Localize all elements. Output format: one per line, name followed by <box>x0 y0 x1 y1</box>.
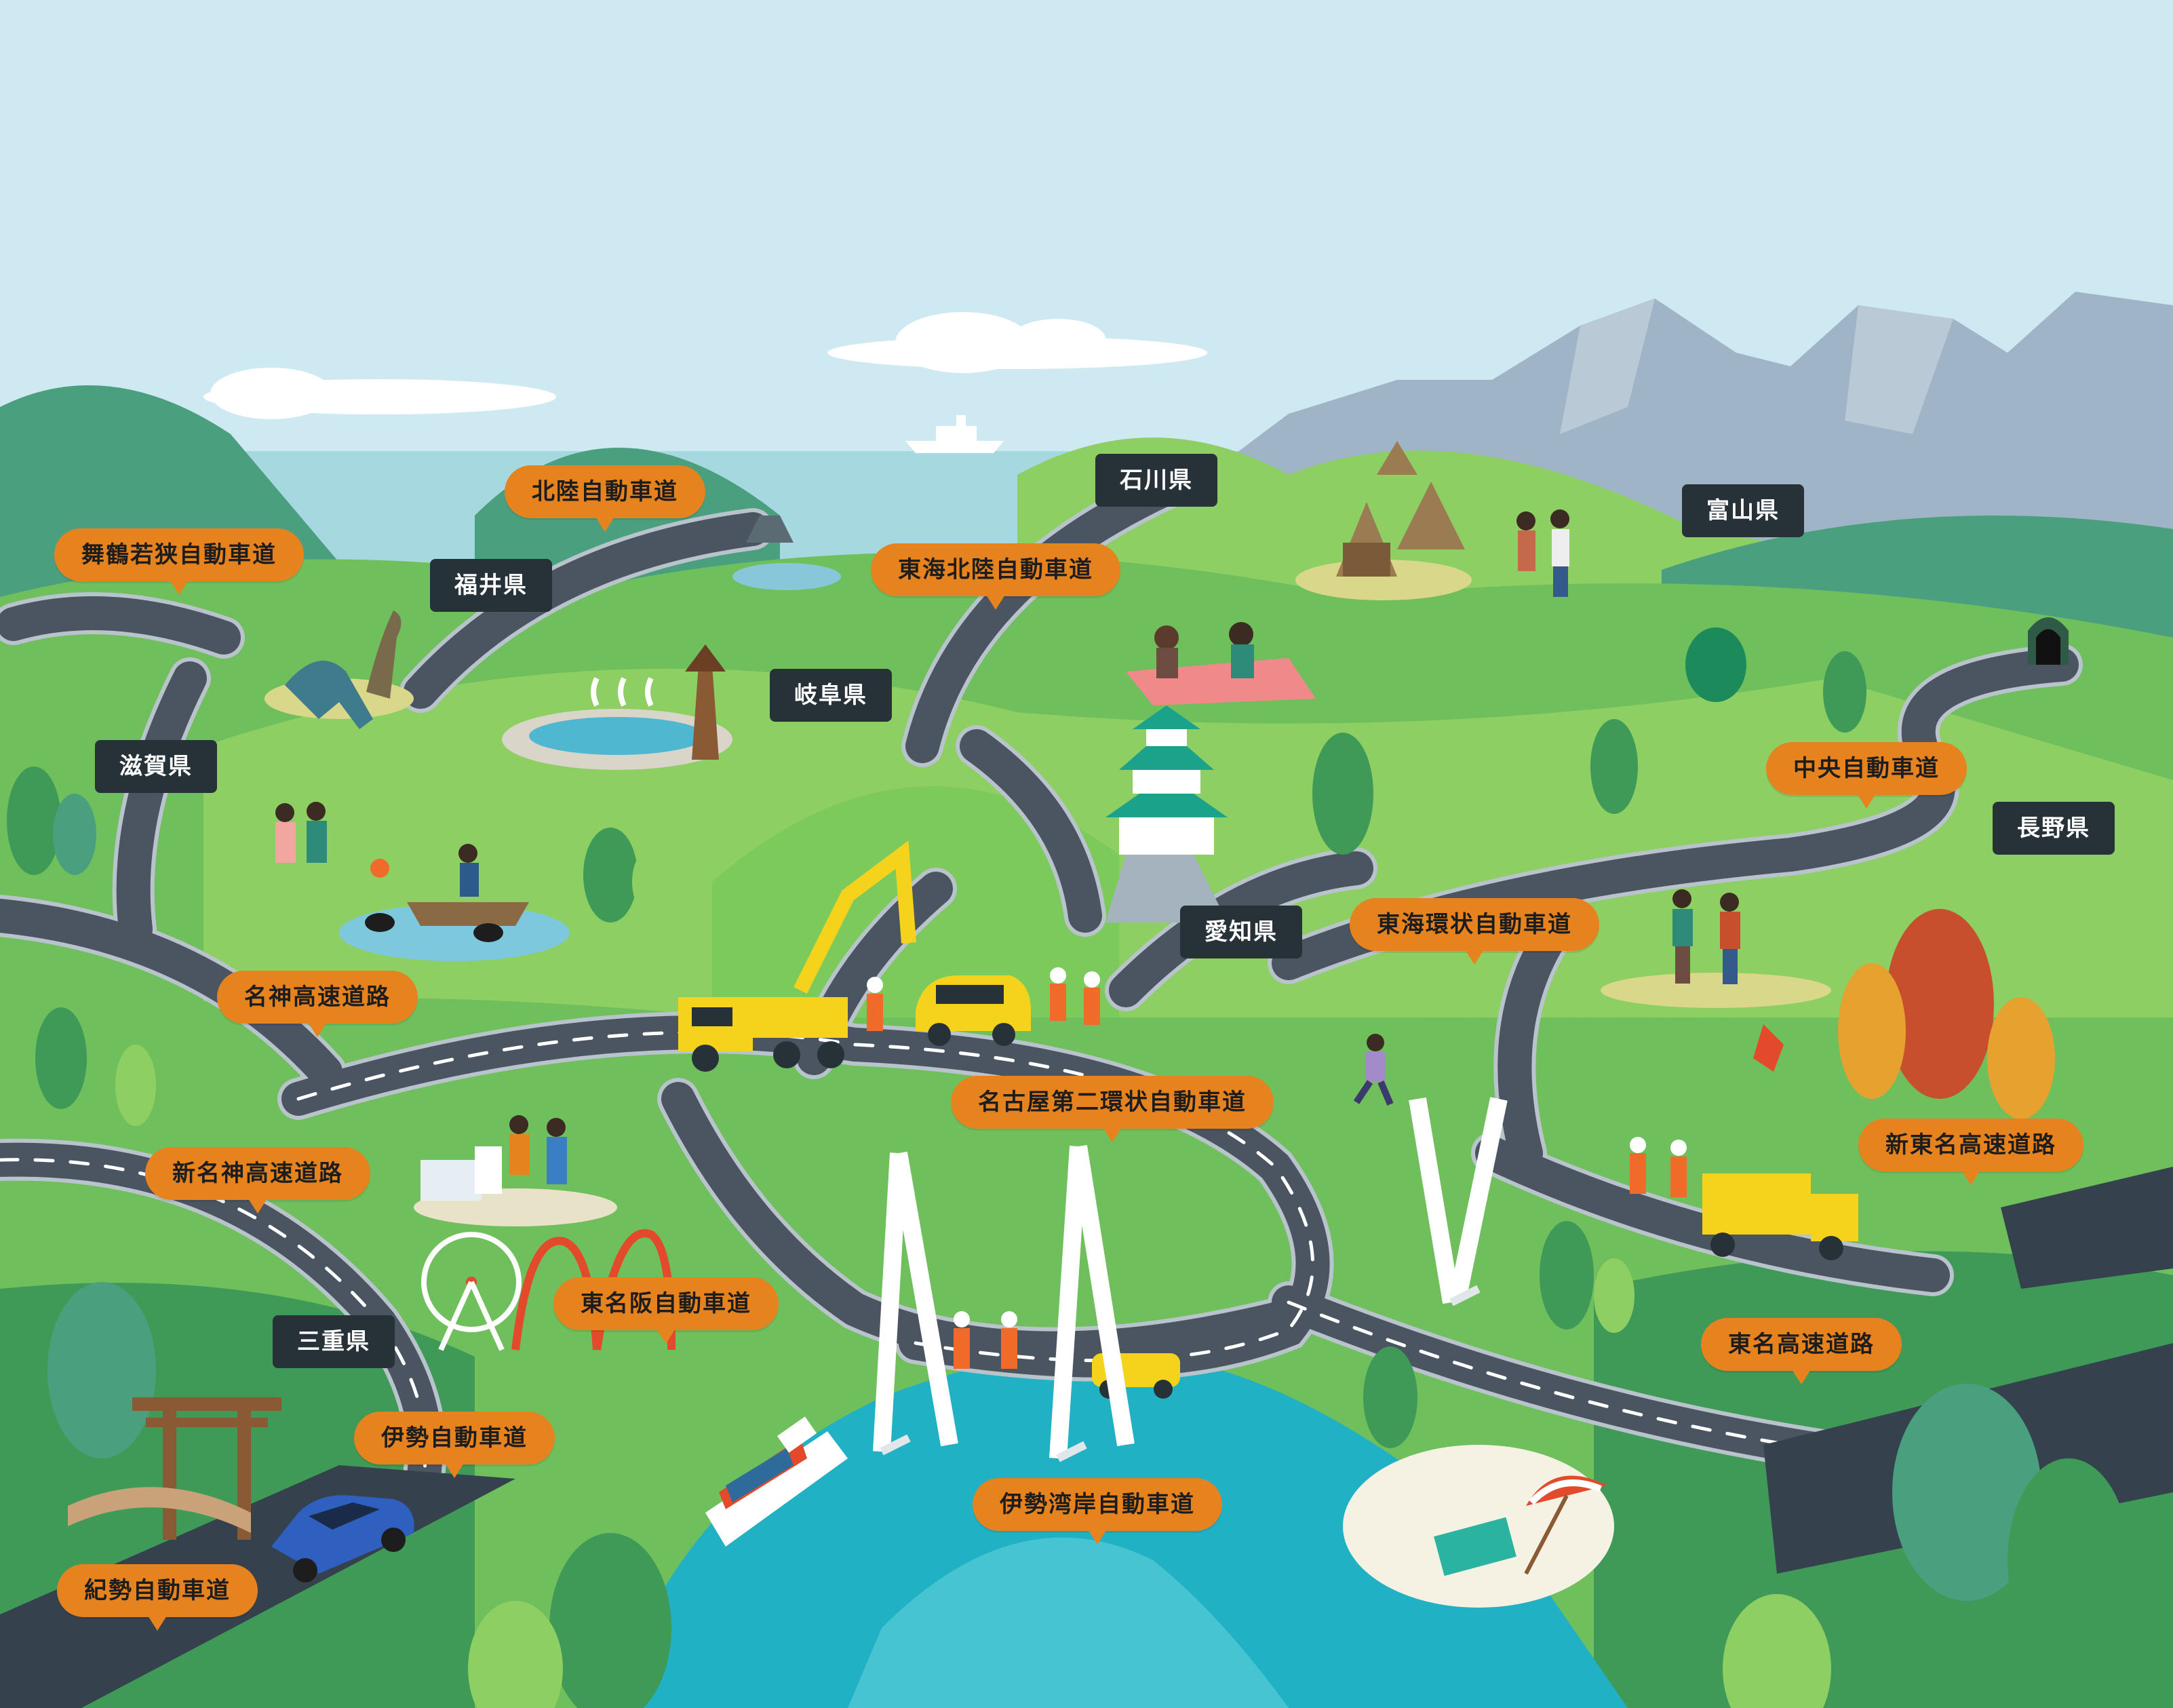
label-toyama-prefecture: 富山県 <box>1682 484 1804 537</box>
beach-umbrella-icon <box>1434 1475 1607 1576</box>
label-tokai-kanjo-expressway[interactable]: 東海環状自動車道 <box>1350 898 1599 965</box>
ship-icon <box>905 415 1004 453</box>
label-higashi-meihan-expressway[interactable]: 東名阪自動車道 <box>553 1277 779 1344</box>
label-shin-meishin-expressway[interactable]: 新名神高速道路 <box>145 1147 370 1214</box>
workers-icon <box>867 967 1687 1369</box>
maintenance-car-icon <box>916 975 1031 1046</box>
picnic-icon <box>1126 622 1316 705</box>
label-shin-tomei-expressway[interactable]: 新東名高速道路 <box>1858 1119 2083 1185</box>
hikers-icon <box>1601 889 1831 1008</box>
label-aichi-prefecture: 愛知県 <box>1180 906 1302 958</box>
dinosaur-icon <box>265 610 414 729</box>
label-ishikawa-prefecture: 石川県 <box>1095 454 1217 507</box>
tourists-icon <box>1516 509 1569 597</box>
label-tomei-expressway[interactable]: 東名高速道路 <box>1701 1318 1902 1384</box>
tunnel-icon <box>2028 617 2069 665</box>
cable-bridge-icon <box>873 1097 1508 1459</box>
autumn-trees-icon <box>1753 909 2055 1119</box>
truck-icon <box>1702 1173 1858 1260</box>
hot-spring-icon <box>502 677 732 770</box>
label-maizuru-wakasa-expressway[interactable]: 舞鶴若狭自動車道 <box>54 528 304 595</box>
label-ise-expressway[interactable]: 伊勢自動車道 <box>354 1412 555 1478</box>
garden-lantern-icon <box>732 516 841 590</box>
blue-car-icon <box>271 1495 414 1583</box>
label-fukui-prefecture: 福井県 <box>430 559 552 612</box>
cargo-ship-icon <box>705 1416 848 1547</box>
ferris-wheel-icon <box>421 1232 522 1351</box>
clouds <box>203 312 1207 419</box>
label-isewangan-expressway[interactable]: 伊勢湾岸自動車道 <box>973 1478 1222 1545</box>
label-nagano-prefecture: 長野県 <box>1993 802 2115 855</box>
river <box>610 1355 1628 1708</box>
cormorant-fishing-icon <box>275 802 570 961</box>
shoppers-icon <box>414 1115 617 1226</box>
runner-icon <box>1353 1034 1394 1106</box>
label-kisei-expressway[interactable]: 紀勢自動車道 <box>57 1564 258 1631</box>
label-nagoya-daini-kanjo-expressway[interactable]: 名古屋第二環状自動車道 <box>951 1076 1274 1142</box>
trees <box>7 627 2130 1708</box>
label-mie-prefecture: 三重県 <box>273 1315 395 1368</box>
wooden-bridge-icon <box>68 1487 251 1533</box>
lighthouse-icon <box>685 644 726 760</box>
gassho-house-icon <box>1295 441 1472 600</box>
label-chuo-expressway[interactable]: 中央自動車道 <box>1766 742 1967 809</box>
label-gifu-prefecture: 岐阜県 <box>770 669 892 722</box>
label-meishin-expressway[interactable]: 名神高速道路 <box>217 971 418 1037</box>
label-shiga-prefecture: 滋賀県 <box>95 740 217 793</box>
label-tokai-hokuriku-expressway[interactable]: 東海北陸自動車道 <box>871 543 1120 610</box>
label-hokuriku-expressway[interactable]: 北陸自動車道 <box>505 465 705 532</box>
excavator-truck-icon <box>678 840 916 1072</box>
